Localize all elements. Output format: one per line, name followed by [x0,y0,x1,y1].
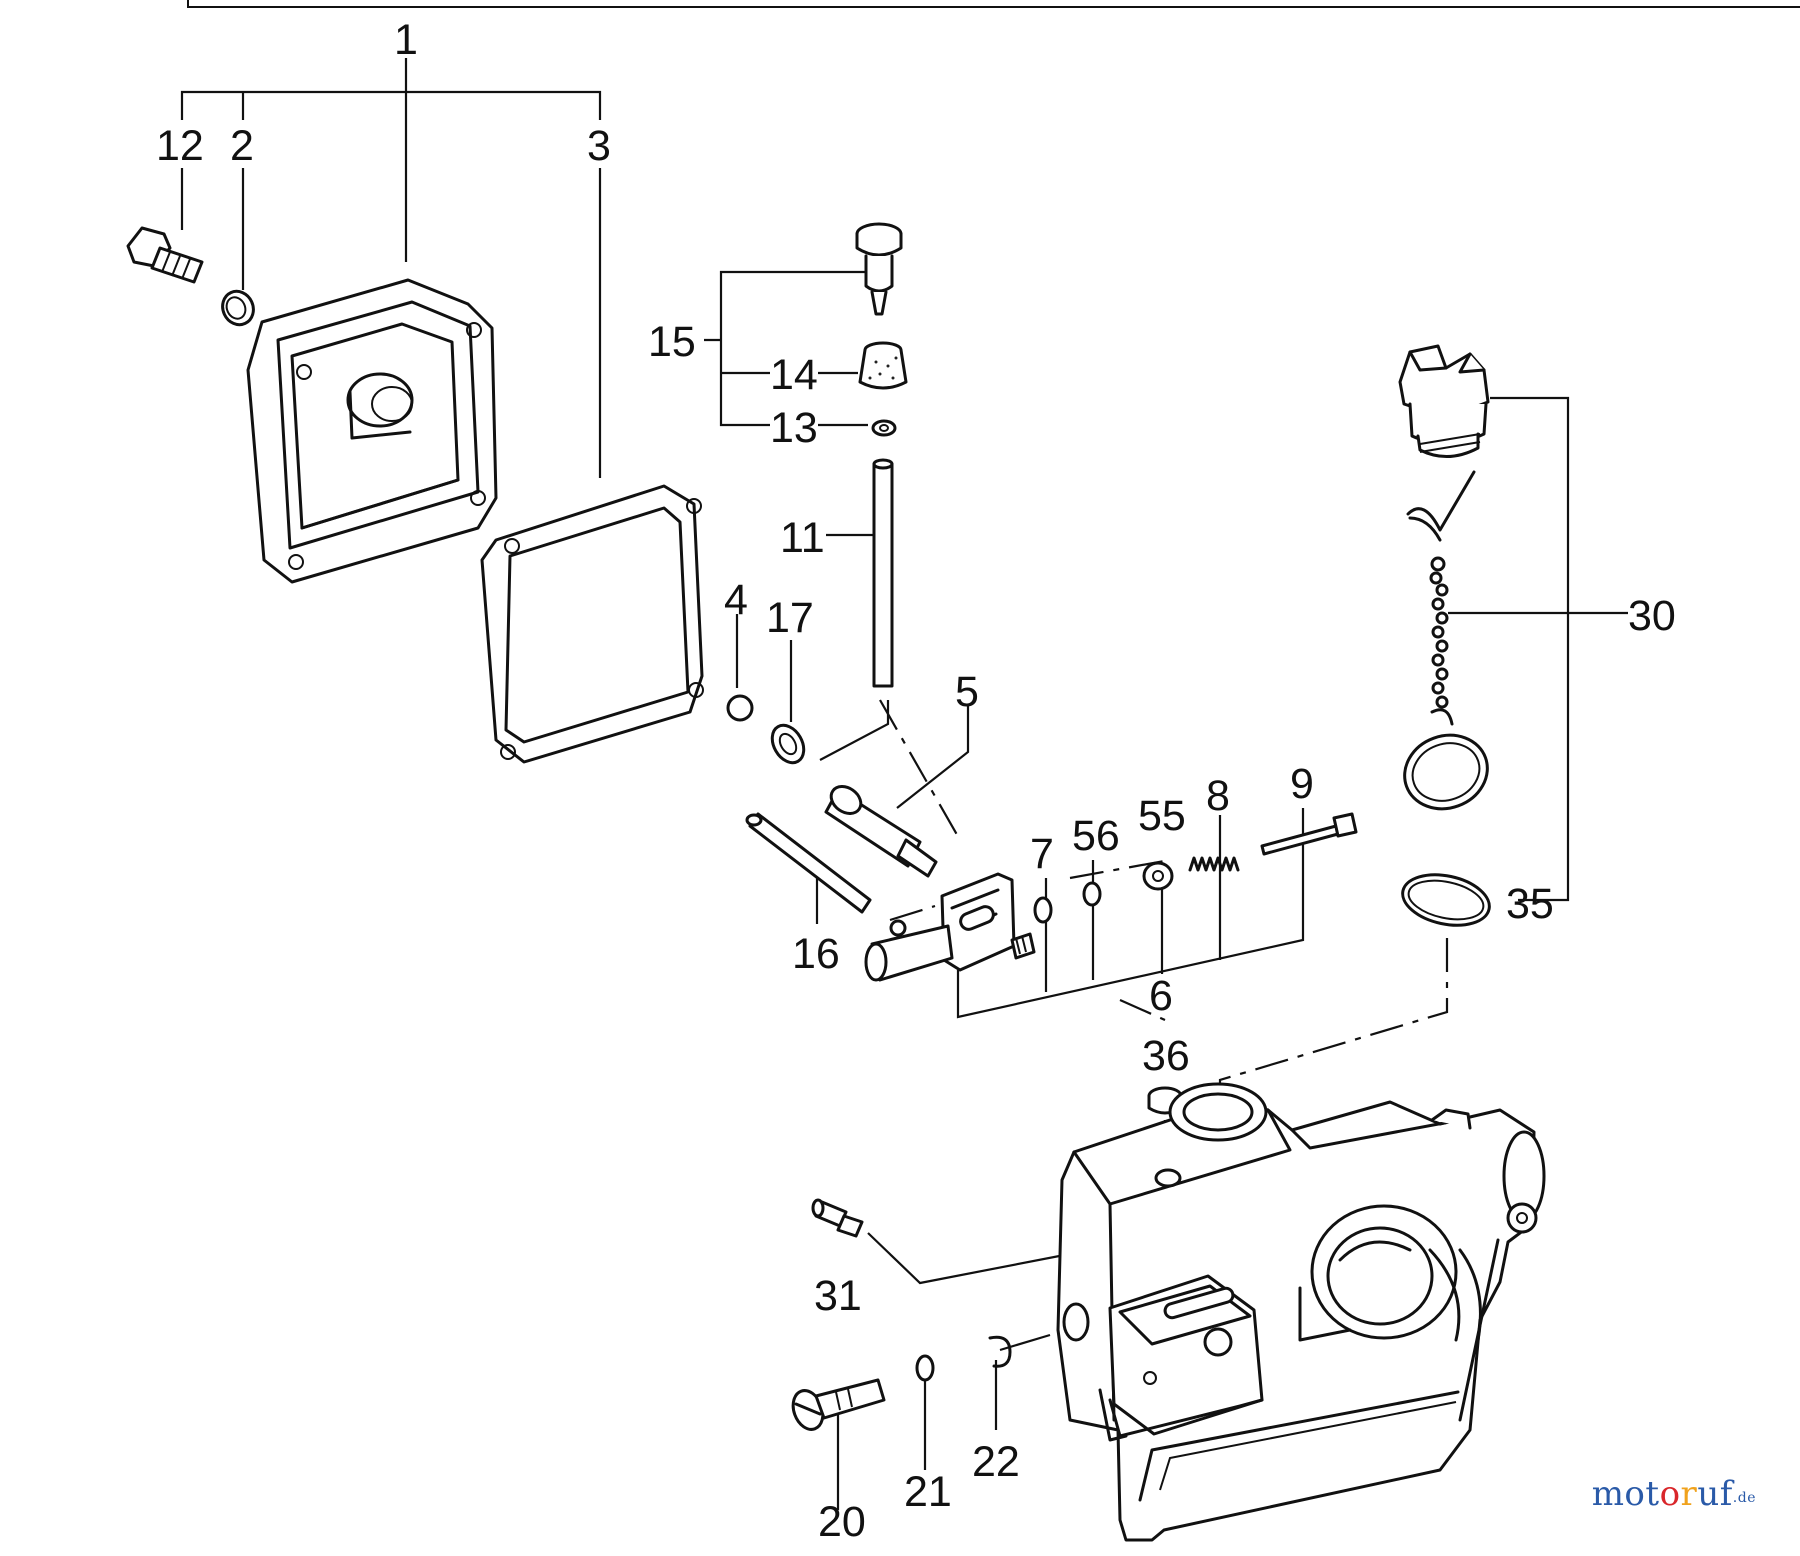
callout-16: 16 [792,930,840,978]
callout-17: 17 [766,594,814,642]
part-1-cover [246,278,498,584]
callout-12: 12 [156,122,204,170]
callout-13: 13 [770,404,818,452]
callout-1: 1 [394,16,418,64]
gearbox-housing [1056,1082,1546,1542]
callout-22: 22 [972,1438,1020,1486]
part-30-oil-cap [1398,344,1490,811]
callout-5: 5 [955,668,979,716]
callout-36: 36 [1142,1032,1190,1080]
callout-55: 55 [1138,792,1186,840]
watermark-part-4: uf [1697,1474,1733,1514]
part-3-gasket [480,484,704,764]
part-8-spring [1188,856,1240,872]
part-5-pump-shaft [824,785,938,878]
pump-body [864,872,1036,982]
callout-7: 7 [1030,830,1054,878]
watermark-part-5: .de [1732,1490,1756,1506]
part-14-filter [858,341,908,390]
callout-15: 15 [648,318,696,366]
watermark-part-3: r [1680,1474,1698,1514]
watermark-part-2: o [1659,1474,1681,1514]
callout-11: 11 [780,514,825,562]
part-4-ball [726,694,754,722]
callout-31: 31 [814,1272,862,1320]
part-56-oring [1082,881,1102,907]
part-9-rod [1260,812,1358,856]
callout-30: 30 [1628,592,1676,640]
part-31-nipple [811,1198,864,1238]
callout-3: 3 [587,122,611,170]
part-2-ring [221,289,255,327]
part-15-vent-cap [855,222,903,316]
callout-2: 2 [230,122,254,170]
callout-14: 14 [770,351,818,399]
part-12-bolt [126,226,204,284]
part-16-pin [745,812,907,937]
callout-9: 9 [1290,760,1314,808]
callout-56: 56 [1072,812,1120,860]
part-7-oring [1033,896,1053,924]
part-17-clip [770,723,806,765]
callout-4: 4 [724,576,748,624]
part-22-circlip [988,1335,1012,1368]
part-21-oring [915,1354,935,1382]
part-35-oring [1401,873,1491,927]
callout-8: 8 [1206,772,1230,820]
callout-labels: 1 2 3 4 5 6 7 8 9 11 12 13 14 15 16 17 2… [156,16,1676,1546]
part-55-washer [1142,861,1174,891]
callout-21: 21 [904,1468,952,1516]
part-11-tube [819,458,894,761]
callout-6: 6 [1149,972,1173,1020]
watermark-part-1: mot [1591,1474,1660,1514]
frame-border [187,0,1800,8]
callout-35: 35 [1506,880,1554,928]
part-13-washer [871,419,897,437]
site-watermark: motoruf.de [1592,1474,1756,1514]
callout-20: 20 [818,1498,866,1546]
part-20-screw [791,1378,886,1431]
